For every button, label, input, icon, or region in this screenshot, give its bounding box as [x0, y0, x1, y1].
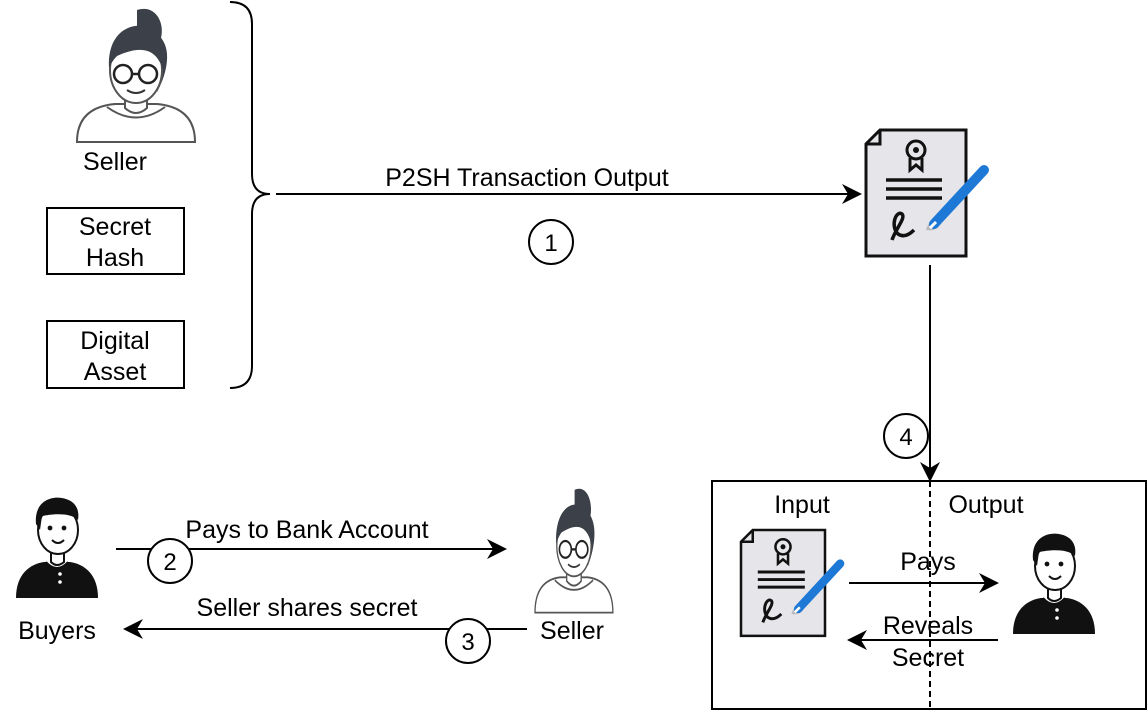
grouping-brace: [229, 1, 271, 389]
step-2-circle: 2: [147, 538, 193, 584]
svg-text:2: 2: [163, 549, 176, 576]
step-4-circle: 4: [883, 413, 929, 459]
pays-label: Pays: [900, 548, 956, 576]
step-1-circle: 1: [528, 219, 574, 265]
svg-text:Asset: Asset: [84, 358, 147, 386]
seller-label-top: Seller: [83, 148, 147, 176]
svg-text:3: 3: [461, 629, 474, 656]
seller-label-bottom: Seller: [540, 617, 604, 645]
arrow-1-label: P2SH Transaction Output: [385, 164, 669, 192]
buyer-avatar-icon: [15, 496, 99, 599]
tx-buyer-avatar-icon: [1012, 532, 1096, 635]
buyers-label: Buyers: [18, 617, 96, 645]
svg-text:Secret: Secret: [79, 213, 151, 241]
digital-asset-box: Digital Asset: [46, 320, 185, 389]
step-3-circle: 3: [445, 618, 491, 664]
tx-output-label: Output: [948, 491, 1023, 519]
svg-text:4: 4: [899, 424, 912, 451]
seller-avatar-icon: [75, 7, 197, 144]
tx-input-label: Input: [774, 491, 830, 519]
arrow-2-label: Pays to Bank Account: [185, 516, 428, 544]
svg-text:Hash: Hash: [86, 244, 144, 272]
secret-label: Secret: [892, 644, 964, 672]
contract-certificate-icon: [866, 130, 984, 256]
tx-contract-icon: [741, 530, 840, 636]
svg-text:Digital: Digital: [80, 327, 149, 355]
reveals-label: Reveals: [883, 612, 973, 640]
secret-hash-box: Secret Hash: [46, 207, 185, 275]
arrow-3-label: Seller shares secret: [197, 594, 418, 622]
svg-text:1: 1: [544, 230, 557, 257]
seller-avatar-bottom-icon: [533, 487, 615, 614]
